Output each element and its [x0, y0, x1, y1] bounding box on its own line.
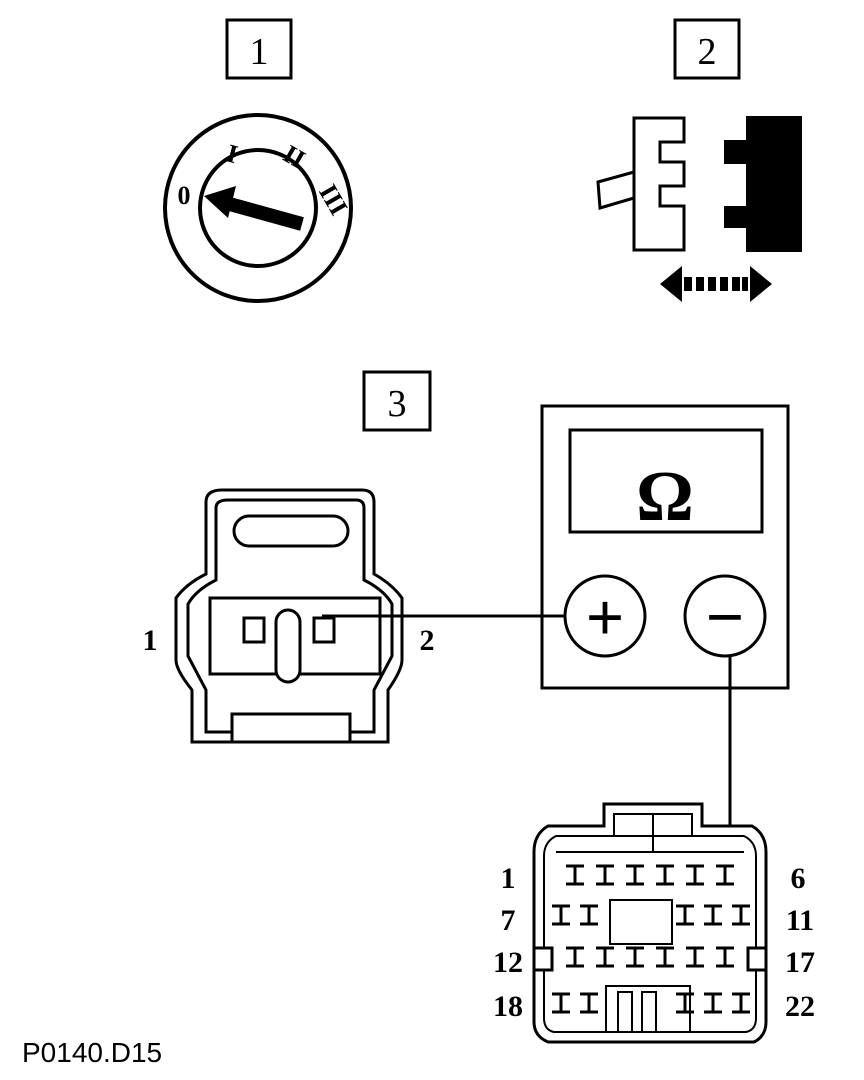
module-connector: 1 7 12 18 6 11 17 22 [493, 802, 815, 1044]
module-pin-11-label: 11 [786, 904, 814, 937]
ignition-position-0: 0 [178, 181, 191, 210]
negative-terminal [683, 574, 767, 658]
figure-reference: P0140.D15 [22, 1037, 162, 1068]
module-pin-6-label: 6 [791, 862, 806, 895]
ignition-switch: 0 I II III [163, 113, 354, 303]
module-pin-7-label: 7 [501, 904, 516, 937]
step-3-label: 3 [388, 383, 407, 425]
sensor-pin-2-label: 2 [420, 624, 435, 657]
ohm-symbol: Ω [636, 456, 694, 536]
positive-terminal-sign: + [586, 579, 625, 655]
module-pin-12-label: 12 [493, 946, 523, 979]
key-arrow-icon [204, 186, 304, 231]
module-pin-18-label: 18 [493, 990, 523, 1023]
row-1-terminals [566, 864, 734, 886]
step-2-box [673, 18, 741, 80]
module-pin-22-label: 22 [785, 990, 815, 1023]
module-pin-17-label: 17 [785, 946, 815, 979]
sensor-pin-1-label: 1 [143, 624, 158, 657]
step-1-box [225, 18, 293, 80]
step-1-label: 1 [250, 31, 269, 73]
negative-terminal-sign: − [706, 579, 745, 655]
double-arrow-icon [660, 266, 772, 302]
module-pin-1-label: 1 [501, 862, 516, 895]
ohmmeter-display [568, 428, 764, 534]
disconnect-connector-icon [596, 116, 802, 302]
row-2-terminals [552, 904, 750, 926]
ohmmeter: Ω + − [540, 404, 790, 690]
sensor-connector: 1 2 [143, 488, 435, 744]
step-2-label: 2 [698, 31, 717, 73]
row-4-terminals [552, 992, 750, 1014]
row-3-terminals [566, 946, 734, 968]
step-3-box [362, 370, 432, 432]
